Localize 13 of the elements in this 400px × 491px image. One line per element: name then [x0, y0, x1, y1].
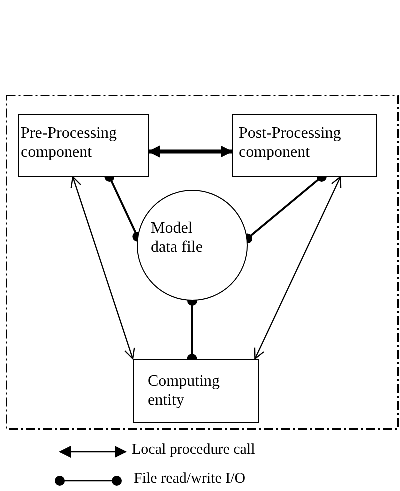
system-boundary: [6, 95, 399, 430]
node-label: Post-Processing component: [239, 124, 342, 162]
arrow: [70, 176, 136, 360]
legend-text: Local procedure call: [132, 442, 256, 459]
arrow: [254, 176, 342, 360]
legend-text: File read/write I/O: [134, 471, 246, 488]
node-label: Pre-Processing component: [21, 124, 118, 162]
component-box: [232, 114, 377, 177]
component-box: [18, 114, 149, 177]
node-label: Model data file: [151, 219, 204, 257]
arrow: [148, 146, 233, 158]
node-label: Computing entity: [148, 372, 222, 410]
component-box: [133, 359, 259, 423]
